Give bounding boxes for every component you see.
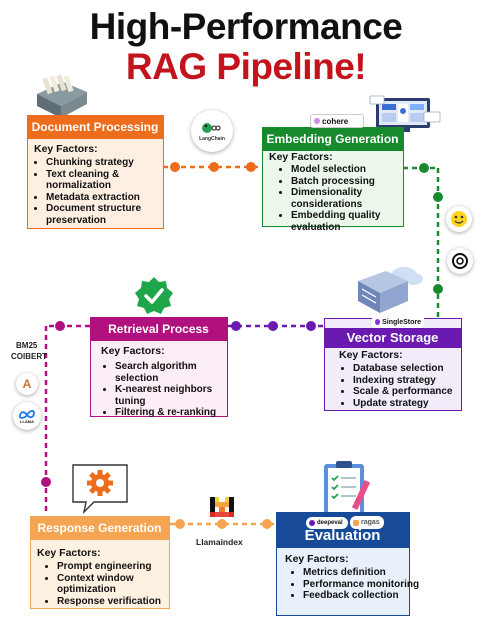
list-item: Metadata extraction <box>46 192 171 204</box>
cohere-icon <box>314 118 320 124</box>
page-title-line1: High-Performance <box>89 6 403 47</box>
openai-icon <box>447 248 473 274</box>
parrot-chain-icon <box>202 123 221 133</box>
singlestore-logo: SingleStore <box>372 316 424 328</box>
list-item: Document structure preservation <box>46 203 171 226</box>
retrieval-process-factors: Search algorithm selection K-nearest nei… <box>101 361 239 419</box>
file-cabinet-icon <box>37 74 87 118</box>
anthropic-logo: A <box>16 373 38 395</box>
list-item: Performance monitoring <box>303 579 421 591</box>
key-factors-label: Key Factors: <box>339 349 403 361</box>
list-item: Update strategy <box>353 398 473 410</box>
monitor-dashboard-icon <box>369 95 441 132</box>
list-item: Metrics definition <box>303 567 421 579</box>
key-factors-label: Key Factors: <box>37 547 101 559</box>
list-item: Text cleaning & normalization <box>46 169 171 192</box>
list-item: Model selection <box>291 164 415 176</box>
list-item: Embedding quality evaluation <box>291 210 415 233</box>
list-item: K-nearest neighbors tuning <box>115 384 239 407</box>
list-item: Feedback collection <box>303 590 421 602</box>
cohere-logo: cohere <box>310 114 364 128</box>
key-factors-label: Key Factors: <box>101 345 165 357</box>
deepeval-label: deepeval <box>317 520 343 526</box>
mistral-icon <box>210 497 234 517</box>
list-item: Context window optimization <box>57 573 181 596</box>
response-generation-factors: Prompt engineering Context window optimi… <box>43 561 181 607</box>
deepeval-logo: deepeval <box>306 517 348 529</box>
vector-storage-card: Vector Storage Key Factors: Database sel… <box>323 318 462 411</box>
list-item: Indexing strategy <box>353 375 473 387</box>
hugging-face-icon <box>446 206 472 232</box>
list-item: Prompt engineering <box>57 561 181 573</box>
key-factors-label: Key Factors: <box>269 151 333 163</box>
list-item: Filtering & re-ranking <box>115 407 239 419</box>
evaluation-factors: Metrics definition Performance monitorin… <box>289 567 421 602</box>
anthropic-icon: A <box>22 377 32 391</box>
ragas-label: ragas <box>361 519 380 526</box>
server-cloud-icon <box>358 267 423 313</box>
key-factors-label: Key Factors: <box>34 143 98 155</box>
gear-chat-icon <box>72 464 128 514</box>
list-item: Chunking strategy <box>46 157 171 169</box>
checkmark-badge-icon <box>135 277 173 314</box>
llama-label: LLAMA <box>20 418 34 424</box>
ragas-icon <box>353 519 359 526</box>
langchain-logo: LangChain <box>191 110 233 152</box>
list-item: Database selection <box>353 363 473 375</box>
response-generation-title: Response Generation <box>29 516 170 540</box>
clipboard-checklist-icon <box>324 461 371 516</box>
key-factors-label: Key Factors: <box>285 553 349 565</box>
llama-logo: LLAMA <box>13 402 41 430</box>
retrieval-process-title: Retrieval Process <box>89 317 228 341</box>
list-item: Scale & performance <box>353 386 473 398</box>
page-title-line2: RAG Pipeline! <box>125 46 367 87</box>
document-processing-title: Document Processing <box>26 115 164 139</box>
response-generation-card: Response Generation Key Factors: Prompt … <box>29 516 170 609</box>
meta-icon <box>19 409 35 419</box>
colbert-label: COlBERT <box>11 352 47 361</box>
vector-storage-factors: Database selection Indexing strategy Sca… <box>339 363 473 409</box>
embedding-generation-factors: Model selection Batch processing Dimensi… <box>277 164 415 233</box>
document-processing-factors: Chunking strategy Text cleaning & normal… <box>32 157 171 226</box>
list-item: Response verification <box>57 596 181 608</box>
vector-storage-title: Vector Storage <box>323 328 462 348</box>
llamaindex-label: Llamaindex <box>196 537 243 547</box>
list-item: Dimensionality considerations <box>291 187 415 210</box>
bm25-label: BM25 <box>16 341 38 350</box>
embedding-generation-card: Embedding Generation Key Factors: Model … <box>261 127 404 233</box>
cohere-label: cohere <box>322 116 349 126</box>
ragas-logo: ragas <box>350 516 384 529</box>
singlestore-icon <box>375 319 381 325</box>
document-processing-card: Document Processing Key Factors: Chunkin… <box>26 115 164 229</box>
retrieval-process-card: Retrieval Process Key Factors: Search al… <box>89 317 228 418</box>
deepeval-icon <box>309 520 315 526</box>
list-item: Batch processing <box>291 176 415 188</box>
langchain-label: LangChain <box>199 136 225 142</box>
singlestore-label: SingleStore <box>382 318 421 326</box>
list-item: Search algorithm selection <box>115 361 239 384</box>
embedding-generation-title: Embedding Generation <box>261 127 404 151</box>
